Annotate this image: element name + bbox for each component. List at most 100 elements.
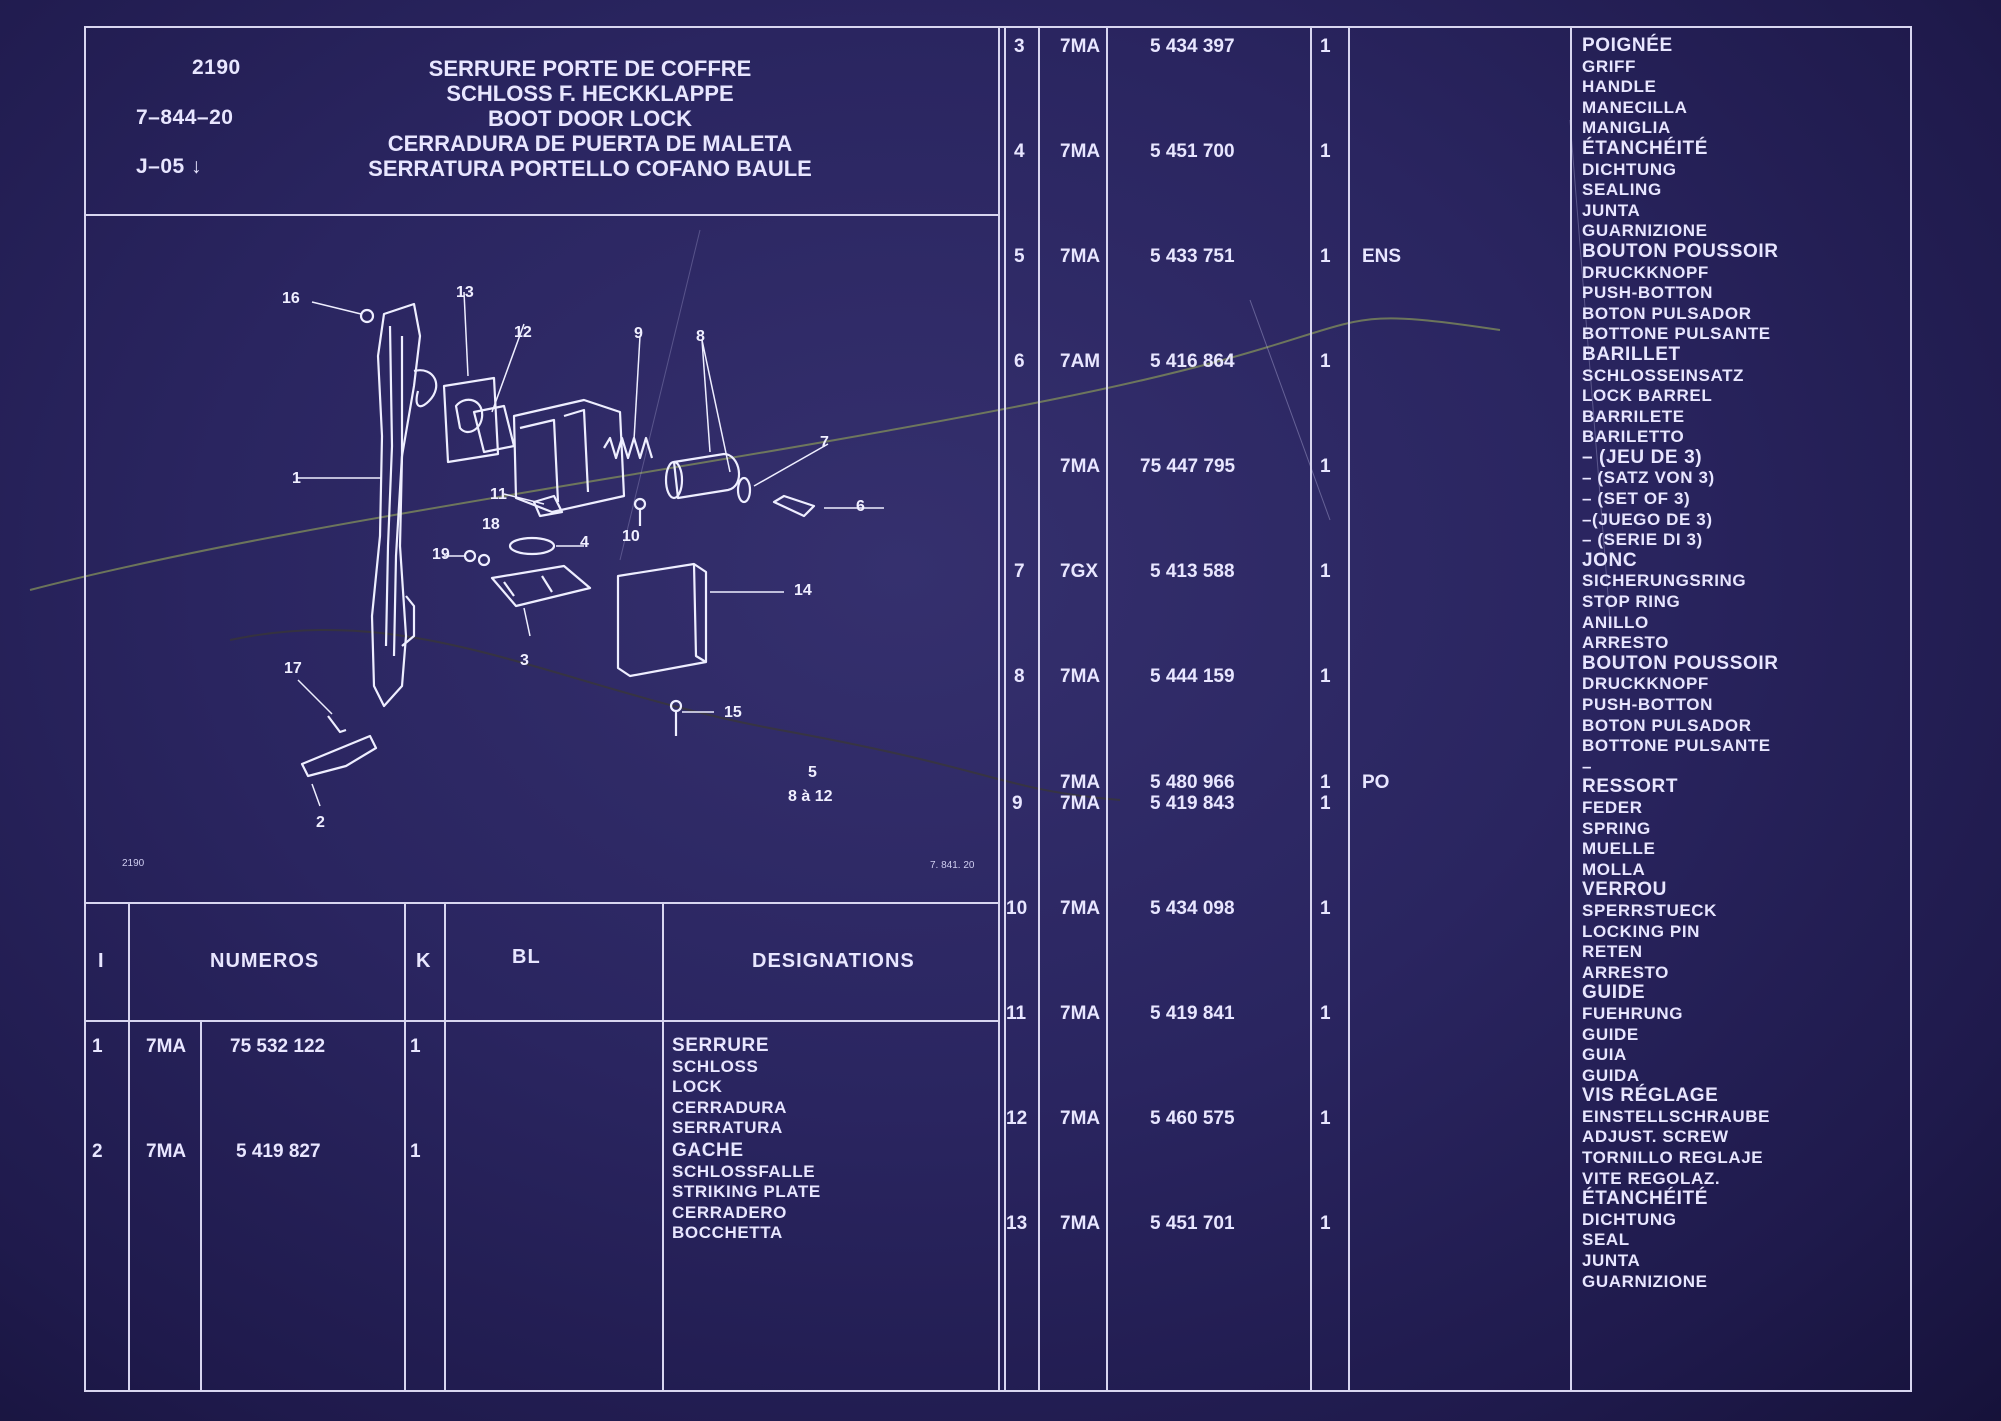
- right-col-desig: [1570, 26, 1572, 1392]
- callout-8: 8: [696, 328, 705, 345]
- desig-12-en: ADJUST. SCREW: [1582, 1127, 1729, 1147]
- callout-15: 15: [724, 704, 742, 721]
- right-col-num: [1106, 26, 1108, 1392]
- desig-8-fr: BOUTON POUSSOIR: [1582, 652, 1779, 674]
- row-11-k: 1: [1320, 1003, 1331, 1024]
- row-9-index: 9: [1012, 793, 1023, 814]
- desc-it: SERRATURA: [672, 1118, 783, 1138]
- desig-4-es: JUNTA: [1582, 200, 1641, 220]
- designation-column: POIGNÉE GRIFF HANDLE MANECILLA MANIGLIA …: [1582, 35, 1779, 1292]
- callout-17: 17: [284, 660, 302, 677]
- desig-6b-de: – (SATZ VON 3): [1582, 468, 1715, 488]
- row-13-k: 1: [1320, 1213, 1331, 1234]
- row-3-number: 5 434 397: [1150, 36, 1235, 57]
- part-ref: 7–844–20: [136, 106, 234, 129]
- col-header-bl: BL: [512, 946, 541, 968]
- title-en: BOOT DOOR LOCK: [487, 106, 693, 131]
- desig-8b: –: [1582, 756, 1593, 776]
- desig-7-de: SICHERUNGSRING: [1582, 571, 1747, 591]
- row-13-index: 13: [1006, 1213, 1028, 1234]
- desig-13-en: SEAL: [1582, 1230, 1630, 1250]
- col-header-designations: DESIGNATIONS: [752, 950, 915, 972]
- row-4-k: 1: [1320, 141, 1331, 162]
- col-code-left: [200, 1020, 202, 1392]
- row-3-code: 7MA: [1060, 36, 1101, 57]
- row-3-index: 3: [1014, 36, 1025, 57]
- title-es: CERRADURA DE PUERTA DE MALETA: [387, 131, 793, 156]
- diagram-footer-right: 7. 841. 20: [930, 860, 975, 871]
- col-bl-left: [662, 902, 664, 1392]
- row-7-index: 7: [1014, 561, 1025, 582]
- desig-7-fr: JONC: [1582, 549, 1638, 571]
- desig-11-es: GUIA: [1582, 1045, 1627, 1065]
- desig-10-de: SPERRSTUECK: [1582, 900, 1718, 920]
- divider-main: [998, 26, 1000, 1392]
- desig-6b-en: – (SET OF 3): [1582, 489, 1691, 509]
- row-4-code: 7MA: [1060, 141, 1101, 162]
- row-5-k: 1: [1320, 246, 1331, 267]
- row-12-index: 12: [1006, 1108, 1028, 1129]
- desig-3-en: HANDLE: [1582, 77, 1657, 97]
- desc-fr: SERRURE: [672, 1035, 770, 1056]
- row-6-code: 7AM: [1060, 351, 1101, 372]
- title-de: SCHLOSS F. HECKKLAPPE: [446, 81, 734, 106]
- row-12-code: 7MA: [1060, 1108, 1101, 1129]
- callout-13: 13: [456, 284, 474, 301]
- row-10-number: 5 434 098: [1150, 898, 1235, 919]
- row-4-number: 5 451 700: [1150, 141, 1235, 162]
- desig-11-it: GUIDA: [1582, 1065, 1640, 1085]
- row-10-code: 7MA: [1060, 898, 1101, 919]
- row-5-code: 7MA: [1060, 246, 1101, 267]
- desig-12-de: EINSTELLSCHRAUBE: [1582, 1106, 1771, 1126]
- row-8b-number: 5 480 966: [1150, 772, 1235, 793]
- desig-3-de: GRIFF: [1582, 56, 1636, 76]
- row-7-number: 5 413 588: [1150, 561, 1235, 582]
- desig-6b-it: – (SERIE DI 3): [1582, 530, 1703, 550]
- col-i-left: [128, 902, 130, 1392]
- desig-11-de: FUEHRUNG: [1582, 1003, 1684, 1023]
- row-6-k: 1: [1320, 351, 1331, 372]
- row-6-number: 5 416 864: [1150, 351, 1235, 372]
- row-6b-number: 75 447 795: [1140, 456, 1236, 477]
- row-13-number: 5 451 701: [1150, 1213, 1235, 1234]
- desig-3-it: MANIGLIA: [1582, 118, 1671, 138]
- desig-5-it: BOTTONE PULSANTE: [1582, 324, 1771, 344]
- row-6-index: 6: [1014, 351, 1025, 372]
- col-header-i: I: [98, 950, 105, 972]
- desig-11-fr: GUIDE: [1582, 982, 1646, 1004]
- callout-7: 7: [820, 434, 829, 451]
- callout-1: 1: [292, 470, 301, 487]
- desig-11-en: GUIDE: [1582, 1024, 1639, 1044]
- row-3-k: 1: [1320, 36, 1331, 57]
- row-10-k: 1: [1320, 898, 1331, 919]
- row-1-k: 1: [410, 1036, 421, 1057]
- desig-10-fr: VERROU: [1582, 879, 1667, 901]
- group-number: 5: [808, 764, 817, 781]
- row-11-number: 5 419 841: [1150, 1003, 1235, 1024]
- desc-es: CERRADURA: [672, 1097, 787, 1117]
- part-version: J–05 ↓: [136, 155, 203, 178]
- row-6b-k: 1: [1320, 456, 1331, 477]
- row-2-code: 7MA: [146, 1141, 187, 1162]
- desig-9-de: FEDER: [1582, 797, 1643, 817]
- desig-7-es: ANILLO: [1582, 612, 1649, 632]
- desig-7-en: STOP RING: [1582, 592, 1681, 612]
- desig-3-fr: POIGNÉE: [1582, 35, 1673, 56]
- desig-13-fr: ÉTANCHÉITÉ: [1582, 1188, 1708, 1210]
- desig-10-es: RETEN: [1582, 942, 1643, 962]
- desig-6-it: BARILETTO: [1582, 427, 1685, 447]
- row-8-number: 5 444 159: [1150, 666, 1235, 687]
- desig-7-it: ARRESTO: [1582, 633, 1670, 653]
- row-5-bl: ENS: [1362, 246, 1402, 267]
- desig-8-de: DRUCKKNOPF: [1582, 674, 1709, 694]
- desig-6b-es: –(JUEGO DE 3): [1582, 509, 1713, 529]
- col-header-numeros: NUMEROS: [210, 950, 320, 972]
- callout-3: 3: [520, 652, 529, 669]
- divider-table-top: [84, 902, 1000, 904]
- desig-10-en: LOCKING PIN: [1582, 921, 1701, 941]
- col-header-k: K: [416, 950, 432, 972]
- desig-10-it: ARRESTO: [1582, 962, 1670, 982]
- row-2-number: 5 419 827: [236, 1141, 321, 1162]
- row-9-code: 7MA: [1060, 793, 1101, 814]
- desig-12-it: VITE REGOLAZ.: [1582, 1168, 1721, 1188]
